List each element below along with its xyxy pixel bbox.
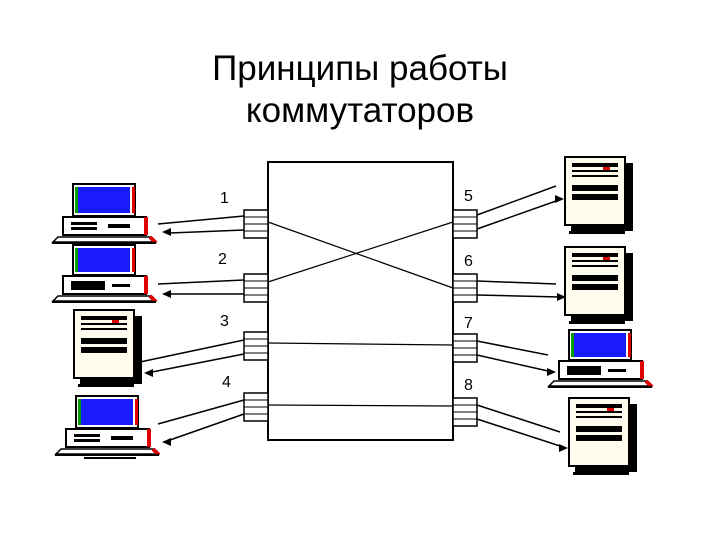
arrow-to-server-3 (144, 369, 153, 377)
cable-3 (139, 339, 245, 373)
port-label-2: 2 (218, 251, 227, 268)
arrow-to-pc-1 (162, 228, 171, 236)
arrow-to-server-5 (555, 195, 564, 203)
cable-2 (157, 279, 245, 295)
slide-title: Принципы работы коммутаторов (0, 48, 720, 132)
internal-path-1-6 (267, 221, 454, 289)
arrow-to-server-8 (559, 444, 568, 452)
server-8-icon (568, 397, 638, 476)
port-2-connector (243, 273, 269, 303)
cable-4 (157, 399, 245, 441)
cable-7 (476, 340, 549, 372)
slide-title-line-1: Принципы работы (212, 49, 508, 88)
internal-path-4-8 (267, 404, 454, 407)
port-1-connector (243, 209, 269, 239)
workstation-4-icon (53, 394, 161, 457)
cable-6 (476, 280, 561, 298)
server-3-icon (73, 309, 143, 388)
internal-path-3-7 (267, 342, 454, 346)
port-label-4: 4 (222, 374, 231, 391)
cable-8 (476, 404, 561, 447)
port-label-3: 3 (220, 313, 229, 330)
port-label-8: 8 (464, 377, 473, 394)
workstation-1-icon (50, 182, 158, 245)
port-5-connector (452, 209, 478, 239)
internal-path-2-5 (267, 221, 454, 283)
port-6-connector (452, 273, 478, 303)
server-5-icon (564, 156, 634, 235)
workstation-2-icon (50, 243, 158, 304)
switch-box (267, 161, 454, 441)
slide-title-line-2: коммутаторов (245, 91, 475, 130)
port-3-connector (243, 331, 269, 361)
port-label-5: 5 (464, 188, 473, 205)
port-4-connector (243, 392, 269, 422)
port-7-connector (452, 333, 478, 363)
port-label-7: 7 (464, 315, 473, 332)
cable-5 (476, 185, 557, 230)
workstation-7-icon (546, 328, 654, 389)
cable-1 (157, 215, 245, 234)
arrow-to-pc-2 (162, 290, 171, 298)
server-6-icon (564, 246, 634, 325)
port-8-connector (452, 397, 478, 427)
arrow-to-pc-4 (162, 438, 171, 446)
arrow-to-pc-7 (547, 368, 556, 376)
port-label-6: 6 (464, 253, 473, 270)
port-label-1: 1 (220, 190, 229, 207)
